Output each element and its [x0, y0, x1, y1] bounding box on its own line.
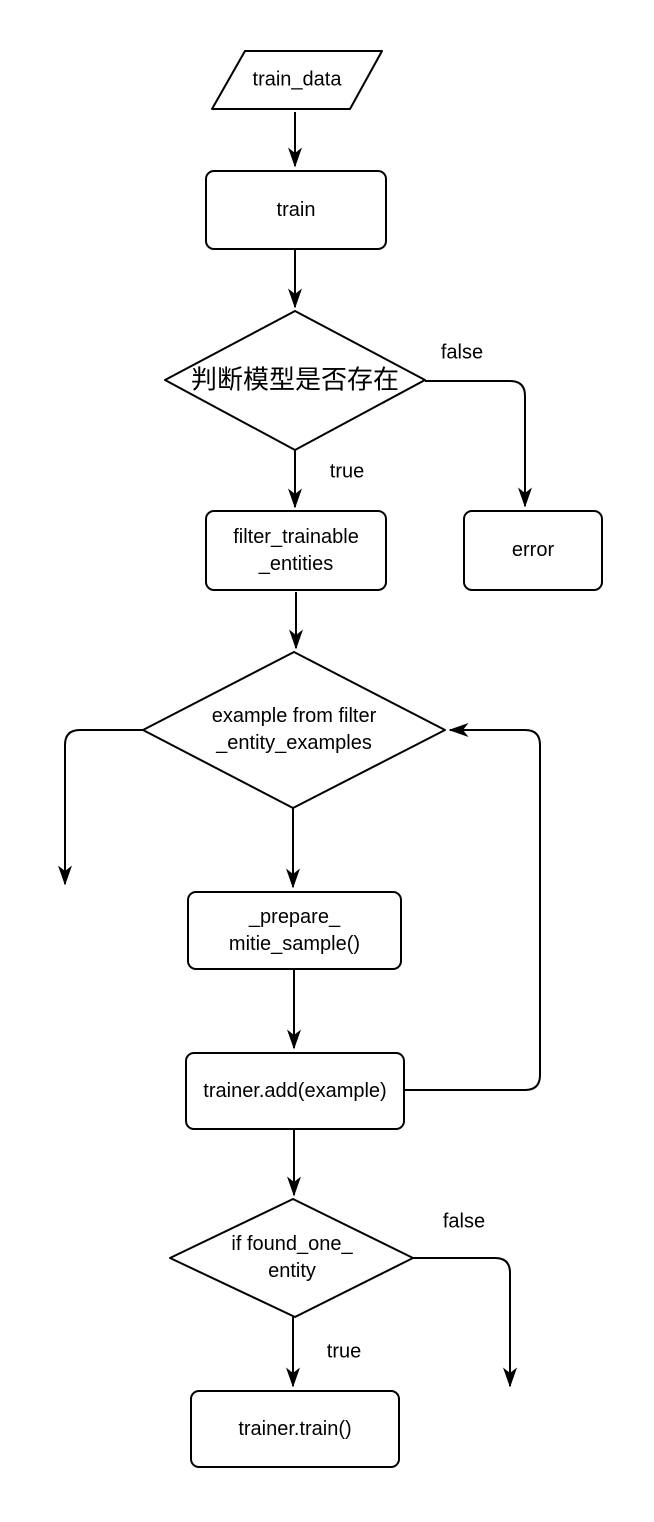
node-prepare-line2: mitie_sample() [228, 932, 361, 955]
parallelogram-train-data [211, 50, 383, 110]
edge-label-model-exists-true: true [329, 460, 365, 483]
node-prepare-line1: _prepare_ [248, 905, 341, 928]
node-example-line1: example from filter [211, 705, 377, 727]
node-check-model-exists-label: 判断模型是否存在 [190, 364, 400, 395]
node-filter-trainable-entities: filter_trainable _entities [205, 510, 387, 591]
node-prepare-mitie-sample: _prepare_ mitie_sample() [187, 891, 402, 970]
node-train-data-label: train_data [252, 68, 342, 91]
node-filter-line2: _entities [258, 552, 334, 575]
diamond-if-found-one-entity [169, 1198, 414, 1318]
arrow-found-one-false-exit [413, 1257, 517, 1388]
edge-label-found-one-false: false [442, 1210, 486, 1233]
node-found-one-line2: entity [268, 1260, 316, 1282]
node-error-label: error [511, 539, 555, 561]
node-trainer-add-label: trainer.add(example) [203, 1079, 387, 1102]
edge-label-found-one-true: true [326, 1340, 362, 1363]
node-train-label: train [276, 198, 316, 221]
arrow-example-loop-exit-left [58, 729, 143, 886]
node-example-from-filter-label: example from filter _entity_examples [212, 703, 377, 757]
arrow-check-false-to-error [425, 380, 532, 508]
node-trainer-train-label: trainer.train() [238, 1417, 352, 1440]
node-found-one-line1: if found_one_ [231, 1233, 353, 1255]
node-error: error [463, 510, 603, 591]
node-if-found-one-entity-label: if found_one_ entity [231, 1231, 352, 1285]
arrow-trainer-add-loop-back [405, 723, 541, 1091]
node-filter-line1: filter_trainable [233, 525, 359, 548]
edge-label-model-exists-false: false [440, 341, 484, 364]
node-train: train [205, 170, 387, 250]
node-trainer-train: trainer.train() [190, 1390, 400, 1468]
node-example-line2: _entity_examples [216, 732, 372, 754]
node-trainer-add: trainer.add(example) [185, 1052, 405, 1130]
